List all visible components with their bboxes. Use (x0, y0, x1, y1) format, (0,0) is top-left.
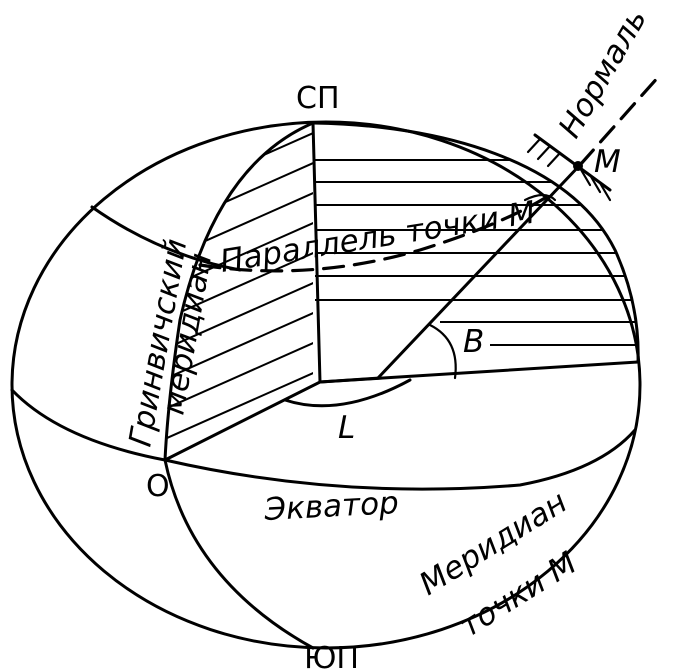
greenwich-meridian-arc (163, 121, 315, 650)
tangent-plane (533, 133, 612, 192)
longitude-label: L (338, 410, 355, 446)
equator-label: Экватор (263, 485, 400, 528)
upper-parallel-left (90, 205, 242, 272)
point-m-marker (573, 161, 583, 171)
normal-extension (578, 73, 662, 167)
parallel-point-arc (523, 193, 557, 202)
inner-plane-edge (318, 376, 382, 384)
origin-label: O (146, 469, 170, 504)
polar-axis (311, 121, 322, 384)
parallel-label: Параллель точки M (218, 195, 538, 280)
south-pole-label: ЮП (304, 641, 359, 672)
tangent-hatching (526, 137, 612, 202)
latitude-arc (428, 323, 457, 380)
point-meridian-front (311, 121, 640, 364)
latitude-label: B (463, 324, 484, 360)
longitude-arc (283, 378, 412, 408)
north-pole-label: СП (296, 81, 340, 116)
parallel-of-m (198, 196, 547, 273)
equator-line (10, 388, 637, 491)
normal-label: Нормаль (552, 3, 654, 144)
normal-line (376, 163, 582, 380)
point-m-label: M (594, 144, 621, 180)
